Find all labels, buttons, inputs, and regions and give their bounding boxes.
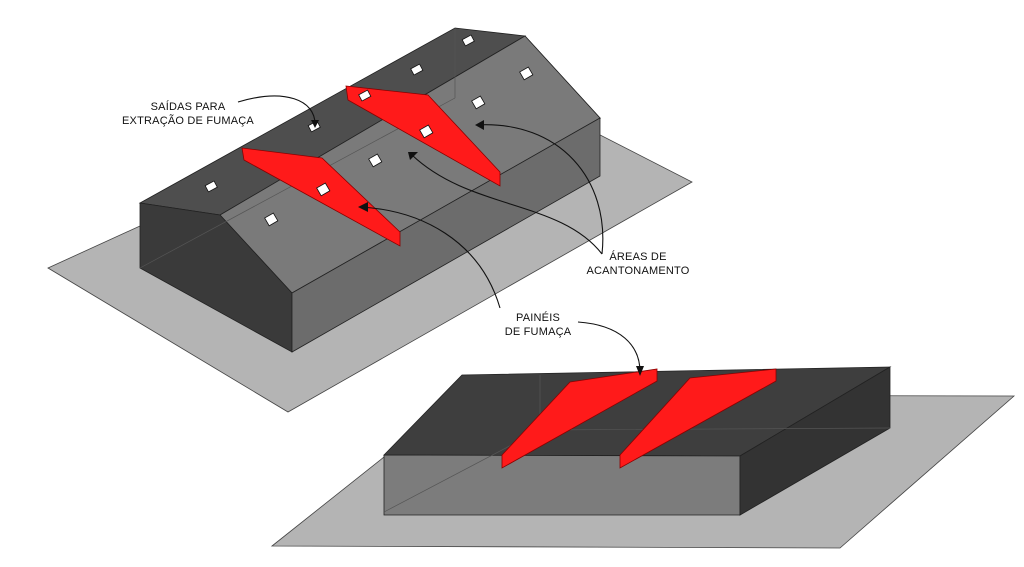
flat-front-face <box>383 454 741 516</box>
arrow-area-2 <box>475 124 604 255</box>
label-line: PAINÉIS <box>516 312 560 324</box>
smoke-panel-4 <box>619 368 777 469</box>
label-line: SAÍDAS PARA <box>150 101 226 113</box>
arrowhead <box>358 202 368 212</box>
vent <box>519 66 534 81</box>
arrow-area-1 <box>411 154 603 255</box>
vent <box>461 34 475 47</box>
label-smoke-panels: PAINÉIS DE FUMAÇA <box>488 311 588 339</box>
arrow-smoke-exits <box>237 95 316 125</box>
vent <box>368 153 383 168</box>
smoke-panel-1 <box>241 147 401 247</box>
arrow-panel-2 <box>577 321 641 373</box>
label-line: ÁREAS DE <box>609 251 667 263</box>
vent <box>204 180 218 193</box>
label-smoke-exits: SAÍDAS PARA EXTRAÇÃO DE FUMAÇA <box>118 100 258 128</box>
label-containment-areas: ÁREAS DE ACANTONAMENTO <box>568 250 708 278</box>
vent <box>419 124 434 139</box>
vent <box>410 63 424 76</box>
vent <box>316 182 331 197</box>
label-line: ACANTONAMENTO <box>586 265 690 277</box>
arrowhead <box>408 152 418 160</box>
roof-vents <box>204 34 534 227</box>
leader-arrows <box>237 95 644 376</box>
vent <box>264 212 279 227</box>
vent <box>358 89 372 102</box>
label-line: EXTRAÇÃO DE FUMAÇA <box>122 115 254 127</box>
arrow-panel-1 <box>359 206 501 309</box>
flat-roof-building <box>270 366 1016 549</box>
vent <box>471 95 486 110</box>
arrowhead <box>475 120 484 130</box>
smoke-panel-3 <box>501 368 658 469</box>
arrowhead <box>636 366 644 376</box>
arrowhead <box>311 120 319 128</box>
label-line: DE FUMAÇA <box>504 326 572 338</box>
pitched-roof-building <box>47 27 693 413</box>
